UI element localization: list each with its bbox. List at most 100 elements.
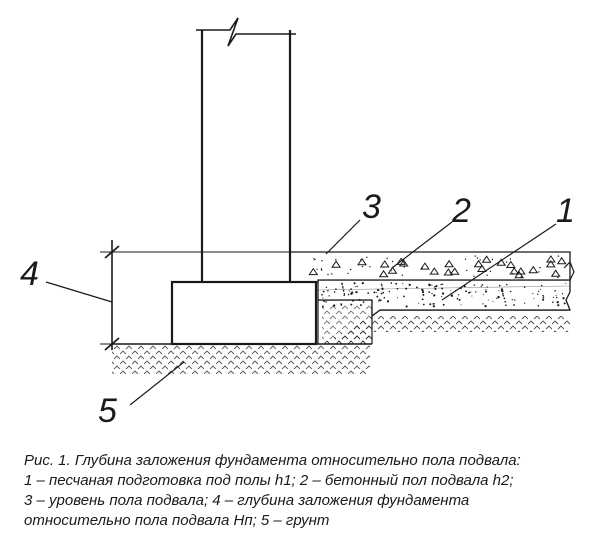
sand-dot (373, 291, 376, 294)
concrete-dot (361, 265, 364, 268)
caption-line: 3 – уровень пола подвала; 4 – глубина за… (24, 492, 470, 509)
aggregate-mark (545, 259, 556, 268)
concrete-dot (557, 276, 559, 279)
sand-dot (322, 290, 325, 293)
sand-dot (498, 284, 501, 287)
concrete-dot (366, 256, 368, 258)
sand-dot (538, 290, 540, 292)
leader-lines (45, 219, 557, 406)
sand-dot (408, 283, 411, 287)
sand-dot (561, 293, 564, 295)
sand-dot (375, 291, 378, 293)
sand-dot (441, 295, 443, 298)
sand-dot (473, 284, 476, 286)
sand-dot (541, 298, 545, 301)
sand-dot (358, 299, 361, 301)
sand-dot (460, 304, 462, 306)
callout-1: 1 (556, 192, 575, 230)
sand-dot (433, 303, 435, 305)
sand-dot (563, 302, 566, 305)
sand-dot (383, 297, 386, 299)
aggregate-mark (476, 264, 487, 272)
sand-dot (542, 294, 544, 297)
sand-dot (502, 293, 504, 295)
sand-dot (513, 304, 515, 306)
sand-dot (327, 290, 329, 292)
sand-dot (552, 296, 555, 298)
aggregate-mark (556, 256, 567, 265)
sand-dot (343, 290, 345, 293)
caption-line: 1 – песчаная подготовка под полы h1; 2 –… (24, 472, 514, 489)
sand-dot (321, 293, 323, 296)
concrete-dot (489, 270, 492, 273)
aggregate-mark (515, 267, 526, 275)
concrete-dot (479, 259, 481, 261)
sand-dot (386, 300, 390, 303)
sand-dot (381, 285, 383, 287)
sand-dot (428, 283, 431, 286)
aggregate-mark (357, 257, 367, 266)
sand-dot (333, 291, 336, 293)
aggregate-mark (396, 257, 407, 265)
sand-dot (505, 304, 507, 307)
sand-dot (355, 290, 358, 294)
sand-dot (361, 282, 364, 285)
sand-dot (542, 296, 545, 299)
concrete-dot (491, 258, 494, 261)
foundation-footing (170, 280, 318, 346)
aggregate-mark (398, 259, 409, 267)
aggregate-mark (308, 267, 319, 276)
concrete-dot (369, 266, 371, 268)
concrete-dot (401, 274, 403, 276)
concrete-dot (321, 260, 323, 262)
sand-dot (552, 301, 554, 304)
sand-dot (380, 283, 383, 285)
concrete-dot (505, 261, 508, 263)
sand-dot (433, 294, 436, 297)
sand-dot (351, 299, 355, 302)
concrete-dot (386, 257, 388, 259)
sand-dot (471, 295, 473, 297)
concrete-dot (509, 258, 512, 260)
aggregate-mark (481, 255, 492, 263)
sand-dot (348, 290, 351, 292)
sand-dot (540, 288, 542, 290)
sand-dot (468, 291, 471, 294)
sand-dot (323, 300, 325, 303)
sand-dot (503, 297, 506, 300)
concrete-dot (331, 273, 333, 275)
sand-dot (475, 291, 477, 293)
sand-dot (514, 299, 516, 301)
sand-dot (497, 295, 500, 299)
sand-dot (341, 282, 343, 285)
sand-dot (435, 284, 438, 288)
sand-dot (376, 295, 379, 298)
sand-dot (563, 298, 565, 300)
concrete-dot (313, 258, 315, 260)
sand-dot (498, 290, 500, 292)
concrete-dot (557, 255, 560, 257)
aggregate-mark (528, 265, 539, 274)
aggregate-mark (550, 269, 561, 277)
sand-dot (402, 283, 404, 285)
concrete-dot (473, 275, 475, 277)
sand-dot (390, 282, 393, 284)
sand-dot (484, 304, 487, 308)
sand-dot (397, 297, 399, 299)
sand-dot (343, 292, 346, 295)
sand-dot (458, 294, 460, 296)
sand-dot (415, 286, 418, 289)
sand-dot (341, 286, 344, 288)
sand-dot (431, 284, 433, 286)
concrete-dot (421, 267, 423, 269)
concrete-dot (511, 272, 514, 275)
sand-dot (418, 302, 420, 304)
sand-dot (380, 292, 383, 295)
sand-dot (344, 294, 346, 296)
sand-dot (359, 304, 362, 307)
sand-dot (456, 297, 459, 300)
sand-dot (555, 296, 558, 299)
aggregate-mark (473, 259, 484, 268)
caption-line: относительно пола подвала Нп; 5 – грунт (24, 512, 330, 529)
sand-dot (556, 301, 559, 304)
